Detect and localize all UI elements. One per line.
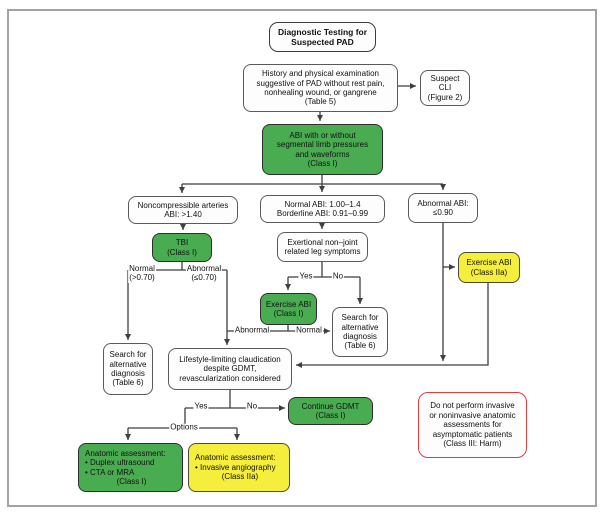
node-history-exam: History and physical examination suggest… [243,64,398,112]
node-continue-gdmt: Continue GDMT (Class I) [288,397,373,425]
edge-label-tbi-abnormal: Abnormal (≤0.70) [185,264,223,283]
anatomic-duplex-class: (Class I) [116,476,147,486]
edge-label-exertional-yes: Yes [298,271,314,282]
node-title: Diagnostic Testing for Suspected PAD [269,22,376,52]
node-anatomic-angiography: Anatomic assessment: • Invasive angiogra… [188,443,290,492]
node-exercise-abi-iia: Exercise ABI (Class IIa) [458,252,520,283]
anatomic-duplex-bullet-1: • Duplex ultrasound [85,458,155,468]
node-normal-borderline: Normal ABI: 1.00–1.4 Borderline ABI: 0.9… [260,195,385,223]
node-abi-test: ABI with or without segmental limb press… [262,124,383,175]
anatomic-angiography-bullet-1: • Invasive angiography [195,462,276,472]
anatomic-duplex-heading: Anatomic assessment: [85,448,166,458]
edge-label-exercise-normal: Normal [295,325,323,336]
node-search-alt-left: Search for alternative diagnosis (Table … [103,343,153,395]
node-exercise-abi-i: Exercise ABI (Class I) [260,293,317,325]
edge-label-tbi-normal: Normal (>0.70) [128,264,156,283]
anatomic-angiography-heading: Anatomic assessment: [195,453,276,463]
edge-label-exertional-no: No [331,271,345,282]
anatomic-angiography-class: (Class IIa) [221,472,259,482]
node-exertional-symptoms: Exertional non–joint related leg symptom… [277,232,368,262]
node-claudication: Lifestyle-limiting claudication despite … [168,348,292,390]
node-tbi: TBI (Class I) [152,233,212,262]
edge-label-claudication-yes: Yes [193,401,209,412]
edge-label-exercise-abnormal: Abnormal [233,325,271,336]
node-suspect-cli: Suspect CLI (Figure 2) [420,70,470,106]
node-abnormal-abi: Abnormal ABI: ≤0.90 [408,193,478,223]
edge-label-options: Options [169,422,199,433]
node-noncompressible: Noncompressible arteries ABI: >1.40 [128,196,238,224]
node-do-not-perform: Do not perform invasive or noninvasive a… [418,392,527,458]
node-search-alt-right: Search for alternative diagnosis (Table … [332,307,388,357]
node-anatomic-duplex: Anatomic assessment: • Duplex ultrasound… [78,443,183,492]
edge-label-claudication-no: No [245,401,259,412]
anatomic-duplex-bullet-2: • CTA or MRA [85,467,135,477]
